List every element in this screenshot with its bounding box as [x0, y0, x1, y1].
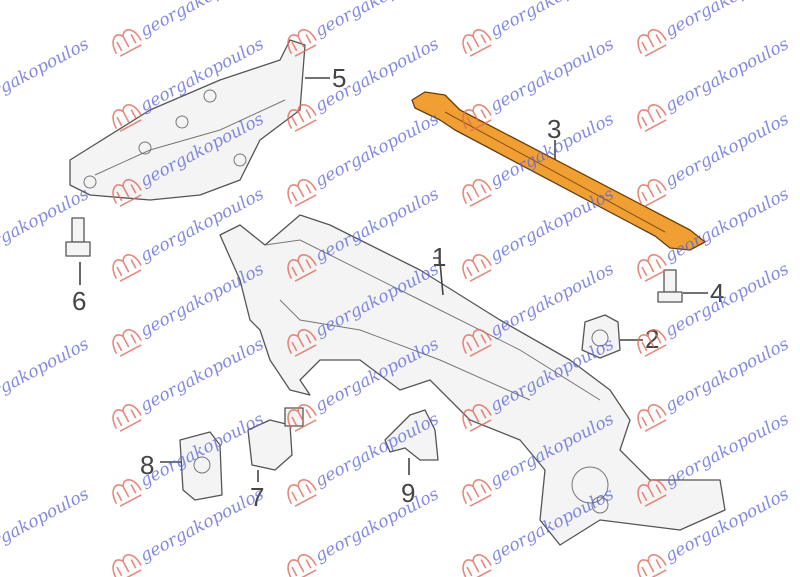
watermark-text: georgakopoulos [312, 0, 443, 41]
watermark: georgakopoulos [0, 34, 93, 116]
part-9-bracket[interactable] [384, 409, 439, 461]
watermark-logo-icon [287, 479, 317, 507]
leader-lines [79, 77, 708, 482]
watermark-text: georgakopoulos [662, 334, 793, 416]
part-3-cross-member[interactable] [411, 91, 706, 251]
watermark-logo-icon [287, 254, 317, 282]
watermark-logo-icon [287, 329, 317, 357]
part-4-bolt[interactable] [657, 269, 683, 303]
watermark-logo-icon [287, 554, 317, 577]
watermark-logo-icon [287, 104, 317, 132]
watermark-logo-icon [637, 104, 667, 132]
callout-5: 5 [332, 63, 346, 93]
watermark-logo-icon [462, 554, 492, 577]
watermark-text: georgakopoulos [0, 34, 93, 116]
watermark-text: georgakopoulos [137, 0, 268, 41]
watermark-logo-icon [287, 404, 317, 432]
callout-3: 3 [547, 114, 561, 144]
watermark-text: georgakopoulos [0, 484, 93, 566]
watermark-logo-icon [637, 479, 667, 507]
part-6-bolt[interactable] [65, 217, 91, 257]
watermark-text: georgakopoulos [487, 184, 618, 266]
watermark: georgakopoulos [0, 484, 93, 566]
watermark: georgakopoulos [0, 334, 93, 416]
watermark-logo-icon [462, 104, 492, 132]
part-5-shield[interactable] [69, 39, 306, 201]
callout-2: 2 [645, 324, 659, 354]
watermark-logo-icon [637, 554, 667, 577]
watermark-logo-icon [287, 179, 317, 207]
part-8-bracket[interactable] [179, 431, 223, 501]
watermark-logo-icon [462, 254, 492, 282]
watermark-logo-icon [637, 179, 667, 207]
watermark-text: georgakopoulos [487, 0, 618, 41]
watermark-logo-icon [112, 104, 142, 132]
watermark-text: georgakopoulos [312, 484, 443, 566]
watermark-logo-icon [112, 179, 142, 207]
part-1-carrier[interactable] [219, 214, 726, 546]
callout-1: 1 [432, 242, 446, 272]
watermark-logo-icon [637, 404, 667, 432]
part-7-sensor[interactable] [247, 407, 304, 471]
watermark-text: georgakopoulos [662, 409, 793, 491]
watermark-text: georgakopoulos [312, 109, 443, 191]
watermark-text: georgakopoulos [662, 0, 793, 41]
watermark-logo-icon [637, 254, 667, 282]
watermark-logo-icon [462, 329, 492, 357]
watermark-text: georgakopoulos [137, 334, 268, 416]
watermark-text: georgakopoulos [662, 109, 793, 191]
watermark-logo-icon [112, 29, 142, 57]
watermark-text: georgakopoulos [662, 34, 793, 116]
watermark-logo-icon [637, 29, 667, 57]
callout-4: 4 [710, 278, 724, 308]
watermark-logo-icon [462, 179, 492, 207]
watermark-logo-icon [287, 29, 317, 57]
callout-8: 8 [140, 450, 154, 480]
callout-7: 7 [250, 482, 264, 512]
watermark-logo-icon [112, 479, 142, 507]
watermark-logo-icon [112, 404, 142, 432]
part-2-bushing[interactable] [581, 314, 621, 359]
watermark: georgakopoulos [462, 484, 618, 577]
watermark: georgakopoulos [287, 484, 443, 577]
watermark-logo-icon [462, 479, 492, 507]
watermark-logo-icon [112, 554, 142, 577]
callout-9: 9 [401, 478, 415, 508]
watermark: georgakopoulos [112, 484, 268, 577]
watermark-text: georgakopoulos [0, 334, 93, 416]
watermark-text: georgakopoulos [487, 34, 618, 116]
watermark-logo-icon [637, 329, 667, 357]
watermark-logo-icon [462, 29, 492, 57]
watermark-logo-icon [112, 254, 142, 282]
callout-6: 6 [72, 286, 86, 316]
watermark-logo-icon [462, 404, 492, 432]
watermark-logo-icon [112, 329, 142, 357]
